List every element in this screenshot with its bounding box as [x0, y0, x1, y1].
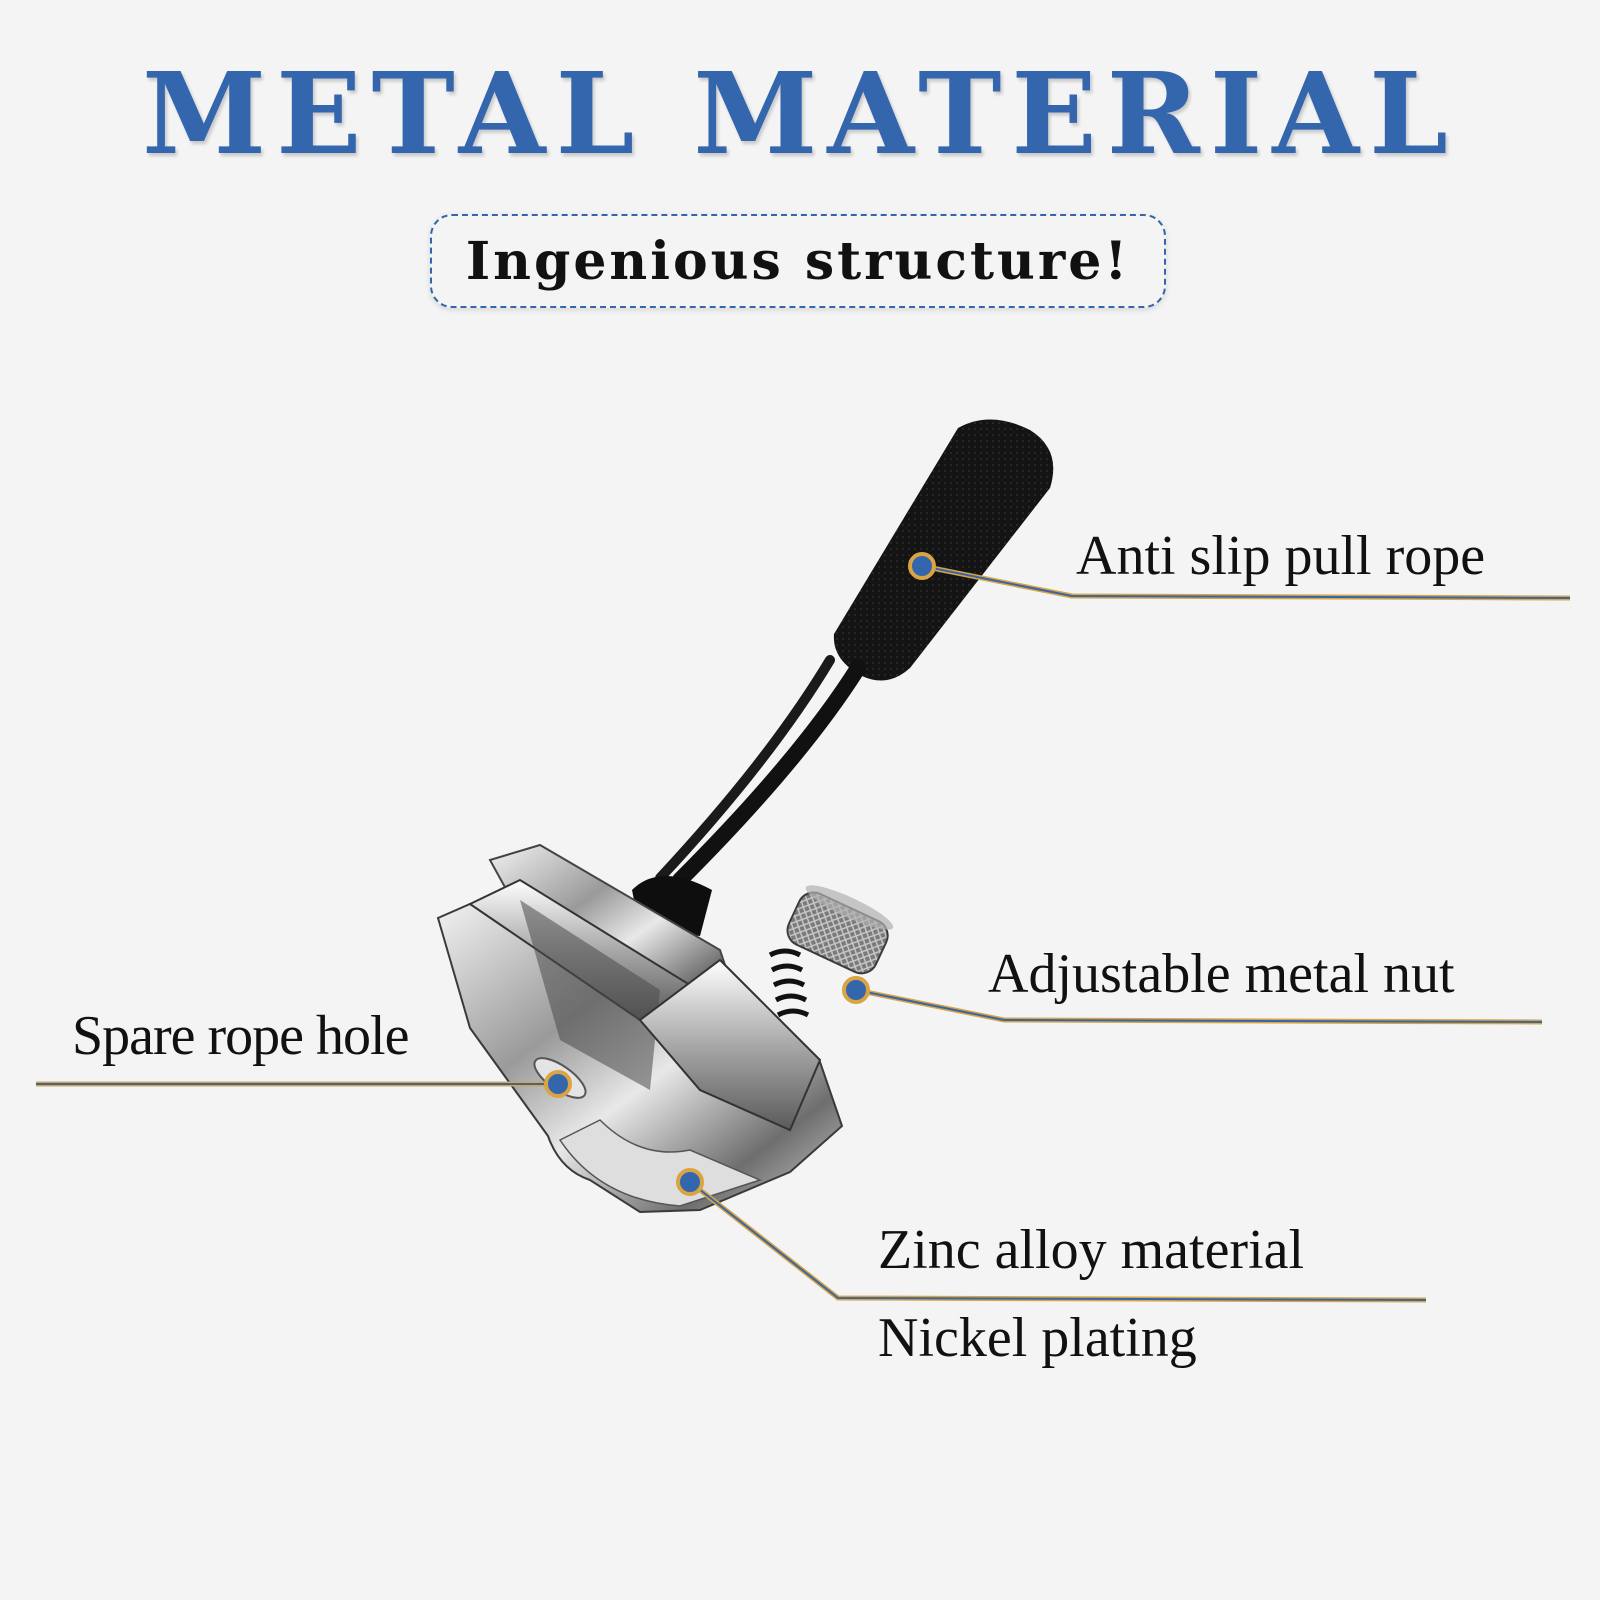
metal-nut	[786, 885, 894, 975]
subtitle-badge: Ingenious structure!	[430, 214, 1166, 308]
callout-label-nickel: Nickel plating	[878, 1307, 1197, 1369]
callout-label-zinc: Zinc alloy material	[878, 1219, 1305, 1281]
callout-label-spare-hole: Spare rope hole	[72, 1005, 409, 1067]
callout-label-nut: Adjustable metal nut	[988, 943, 1455, 1005]
marker-dot-anti-slip	[908, 552, 936, 580]
marker-dot-zinc	[676, 1168, 704, 1196]
marker-dot-nut	[842, 976, 870, 1004]
pull-tab-grip	[833, 419, 1054, 681]
callout-markers	[544, 552, 936, 1196]
marker-dot-spare-hole	[544, 1070, 572, 1098]
pull-cord	[672, 660, 866, 888]
callout-leaders	[36, 563, 1571, 1303]
zipper-slider-icon	[436, 419, 1054, 1214]
callout-label-anti-slip: Anti slip pull rope	[1076, 525, 1486, 587]
page-title: METAL MATERIAL	[142, 49, 1458, 180]
spring	[768, 948, 810, 1018]
subtitle-text: Ingenious structure!	[465, 230, 1131, 292]
slider-bridge	[638, 958, 822, 1132]
